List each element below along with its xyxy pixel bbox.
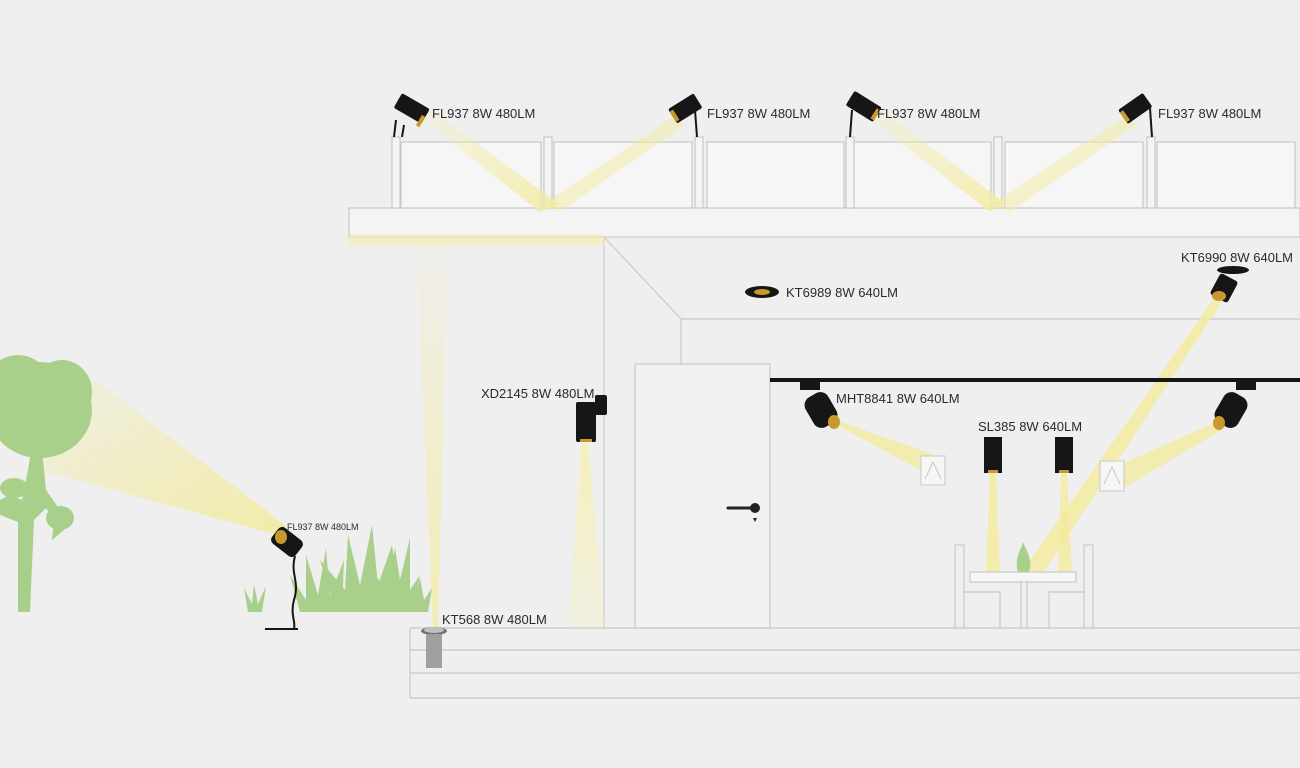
spike-light-fl937	[265, 526, 303, 630]
label-fl937-b: FL937 8W 480LM	[707, 106, 811, 121]
beam-fl937-spike	[40, 376, 286, 535]
beam-mht8841-left	[836, 420, 945, 483]
beam-fl937-d	[993, 117, 1137, 212]
spotlight-fl937-b	[668, 94, 702, 138]
door	[634, 363, 771, 629]
label-xd2145: XD2145 8W 480LM	[481, 386, 595, 401]
track-spot-mht8841-right	[1213, 382, 1256, 430]
label-fl937-a: FL937 8W 480LM	[432, 106, 536, 121]
beam-kt568	[416, 238, 448, 628]
beam-sl385-a	[986, 472, 1000, 572]
label-kt6989: KT6989 8W 640LM	[786, 285, 899, 300]
label-kt6990: KT6990 8W 640LM	[1181, 250, 1294, 265]
spotlight-fl937-a	[393, 93, 430, 138]
spotlight-fl937-d	[1118, 93, 1153, 138]
beam-fl937-a	[420, 110, 560, 212]
track-spot-mht8841-left	[800, 382, 840, 429]
door-handle-icon	[726, 503, 760, 522]
downlight-kt6989	[745, 286, 779, 298]
inground-kt568	[421, 627, 447, 668]
picture-icon	[920, 455, 1125, 492]
spotlight-fl937-c	[846, 91, 882, 138]
table-icon	[954, 542, 1094, 629]
label-fl937-c: FL937 8W 480LM	[877, 106, 981, 121]
track-rail	[770, 378, 1300, 382]
grass-icon	[244, 525, 432, 612]
pendant-sl385-b	[1055, 437, 1073, 473]
tree-icon	[0, 355, 92, 612]
beam-fl937-b	[545, 117, 684, 212]
label-mht8841: MHT8841 8W 640LM	[836, 391, 960, 406]
pendant-sl385-a	[984, 437, 1002, 473]
label-fl937-d: FL937 8W 480LM	[1158, 106, 1262, 121]
label-kt568: KT568 8W 480LM	[442, 612, 547, 627]
beam-fl937-c	[866, 106, 1005, 212]
beams	[40, 106, 1222, 628]
wall-light-xd2145	[576, 395, 607, 442]
beam-kt6990	[1022, 298, 1222, 578]
label-sl385: SL385 8W 640LM	[978, 419, 1083, 434]
spotlight-kt6990	[1210, 266, 1249, 303]
balcony-slab	[348, 207, 1300, 238]
label-fl937-spike: FL937 8W 480LM	[287, 522, 359, 532]
beam-mht8841-right	[1108, 422, 1222, 490]
beam-xd2145	[568, 442, 605, 628]
